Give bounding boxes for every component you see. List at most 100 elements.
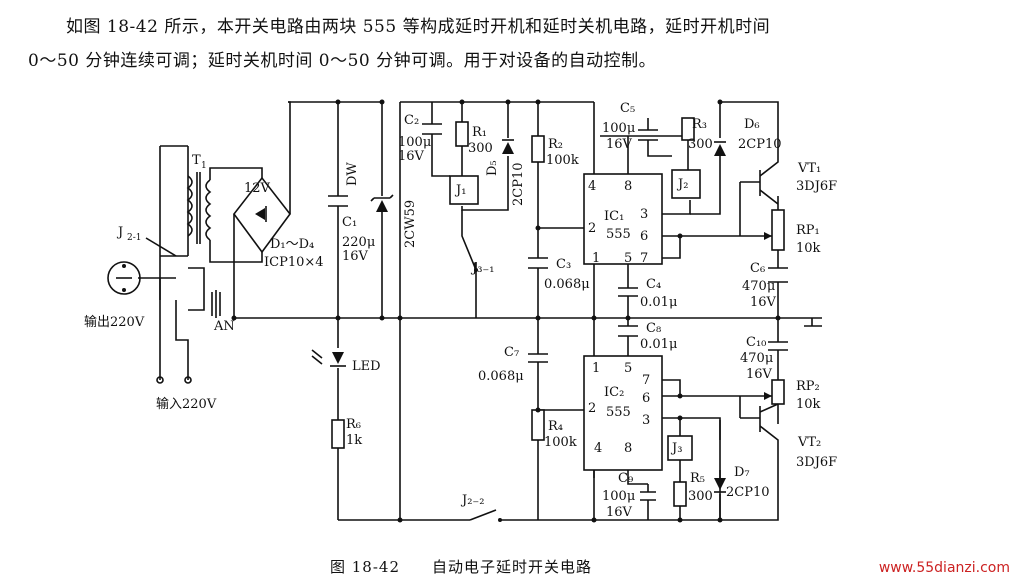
label-j2-1: J <box>116 225 123 240</box>
ic1-555 <box>583 173 663 265</box>
label-c6-voltage: 16V <box>750 295 777 310</box>
label-vt2: VT₂ <box>797 435 821 450</box>
label-dw: DW <box>345 162 360 186</box>
intro-line-1: 如图 18-42 所示，本开关电路由两块 555 等构成延时开机和延时关机电路，… <box>66 17 771 37</box>
bridge-rectifier <box>255 206 267 222</box>
label-12v: 12V <box>244 181 271 196</box>
label-icp: ICP10×4 <box>264 255 324 270</box>
resistor-r4 <box>531 409 545 441</box>
label-r2: R₂ <box>548 137 563 152</box>
label-j2: J₂ <box>676 177 688 192</box>
label-ic1-pin6: 6 <box>640 229 648 244</box>
label-vt1: VT₁ <box>797 161 821 176</box>
label-rp1-value: 10k <box>796 241 821 256</box>
label-d7: D₇ <box>734 465 750 480</box>
contact-j3-1 <box>474 268 478 272</box>
label-ic2-pin4: 4 <box>594 441 602 456</box>
label-t1-sub: 1 <box>201 161 207 171</box>
label-c10-value: 470μ <box>740 351 773 366</box>
label-j1: J₁ <box>454 183 466 198</box>
diode-d7 <box>714 478 726 493</box>
transistor-vt2 <box>759 403 779 462</box>
label-c5-value: 100μ <box>602 121 635 136</box>
switch-j2-2 <box>469 509 502 522</box>
label-c8-value: 0.01μ <box>640 337 677 352</box>
capacitor-c8 <box>618 325 638 337</box>
label-c9-value: 100μ <box>602 489 635 504</box>
output-outlet-icon <box>107 261 141 295</box>
label-ic2-type: 555 <box>606 405 631 420</box>
diode-d5 <box>502 139 514 154</box>
label-ic2-pin1: 1 <box>592 361 600 376</box>
label-output: 输出220V <box>84 314 145 330</box>
label-r3-value: 300 <box>688 137 713 152</box>
label-ic1-type: 555 <box>606 227 631 242</box>
label-rp2: RP₂ <box>796 379 820 394</box>
intro-text: 如图 18-42 所示，本开关电路由两块 555 等构成延时开机和延时关机电路，… <box>28 10 988 78</box>
label-ic2-pin5: 5 <box>624 361 632 376</box>
label-t1: T <box>192 153 201 168</box>
relay-j2 <box>671 169 701 199</box>
label-r1-value: 300 <box>468 141 493 156</box>
capacitor-c2 <box>422 123 442 135</box>
an-pushbutton <box>211 292 221 316</box>
label-c2-value: 100μ <box>398 135 431 150</box>
transistor-vt1 <box>759 150 779 205</box>
label-c4: C₄ <box>646 277 661 292</box>
label-ic2-pin8: 8 <box>624 441 632 456</box>
resistor-r5 <box>673 481 687 507</box>
label-ic1-pin4: 4 <box>588 179 596 194</box>
label-j3: J₃ <box>670 441 682 456</box>
capacitor-c3 <box>528 257 548 269</box>
junction-dots <box>231 99 781 523</box>
capacitor-c10 <box>768 341 788 351</box>
capacitor-c6 <box>768 267 788 283</box>
label-ic1-pin3: 3 <box>640 207 648 222</box>
resistor-r6 <box>331 419 345 449</box>
label-c2-voltage: 16V <box>398 149 425 164</box>
label-c9: C₉ <box>618 471 633 486</box>
label-rp2-value: 10k <box>796 397 821 412</box>
label-c10-voltage: 16V <box>746 367 773 382</box>
label-ic2-pin3: 3 <box>642 413 650 428</box>
relay-j3 <box>667 435 693 461</box>
potentiometer-rp1 <box>771 209 785 251</box>
label-r4-value: 100k <box>544 435 577 450</box>
resistor-r2 <box>531 135 545 163</box>
label-an: AN <box>213 319 235 334</box>
label-c1-voltage: 16V <box>342 249 369 264</box>
label-r4: R₄ <box>548 419 563 434</box>
label-r6-value: 1k <box>346 433 362 448</box>
label-c7-value: 0.068μ <box>478 369 524 384</box>
label-c1: C₁ <box>342 215 357 230</box>
label-c3: C₃ <box>556 257 571 272</box>
capacitor-c1 <box>328 195 348 207</box>
label-ic1-pin1: 1 <box>592 251 600 266</box>
label-c8: C₈ <box>646 321 661 336</box>
label-j2-2: J₂₋₂ <box>460 493 485 508</box>
label-vt1-type: 3DJ6F <box>796 179 837 194</box>
capacitor-c5 <box>638 129 658 141</box>
label-ic2-pin2: 2 <box>588 401 596 416</box>
potentiometer-rp2 <box>771 379 785 405</box>
led-indicator <box>311 349 346 367</box>
label-vt2-type: 3DJ6F <box>796 455 837 470</box>
label-2cw59: 2CW59 <box>403 200 418 248</box>
label-ic1: IC₁ <box>604 209 624 224</box>
watermark: www.55dianzi.com <box>878 560 1010 576</box>
label-c7: C₇ <box>504 345 519 360</box>
label-ic1-pin8: 8 <box>624 179 632 194</box>
label-j3-1: J₃₋₁ <box>470 261 495 276</box>
label-r1: R₁ <box>472 125 487 140</box>
relay-j1 <box>449 175 479 205</box>
wires <box>138 101 822 521</box>
label-c5: C₅ <box>620 101 635 116</box>
label-c5-voltage: 16V <box>606 137 633 152</box>
input-terminal-2 <box>184 376 192 384</box>
label-ic2-pin7: 7 <box>642 373 650 388</box>
label-c2: C₂ <box>404 113 419 128</box>
label-d5: D₅ <box>485 160 500 176</box>
label-r5: R₅ <box>690 471 705 486</box>
label-c1-value: 220μ <box>342 235 375 250</box>
